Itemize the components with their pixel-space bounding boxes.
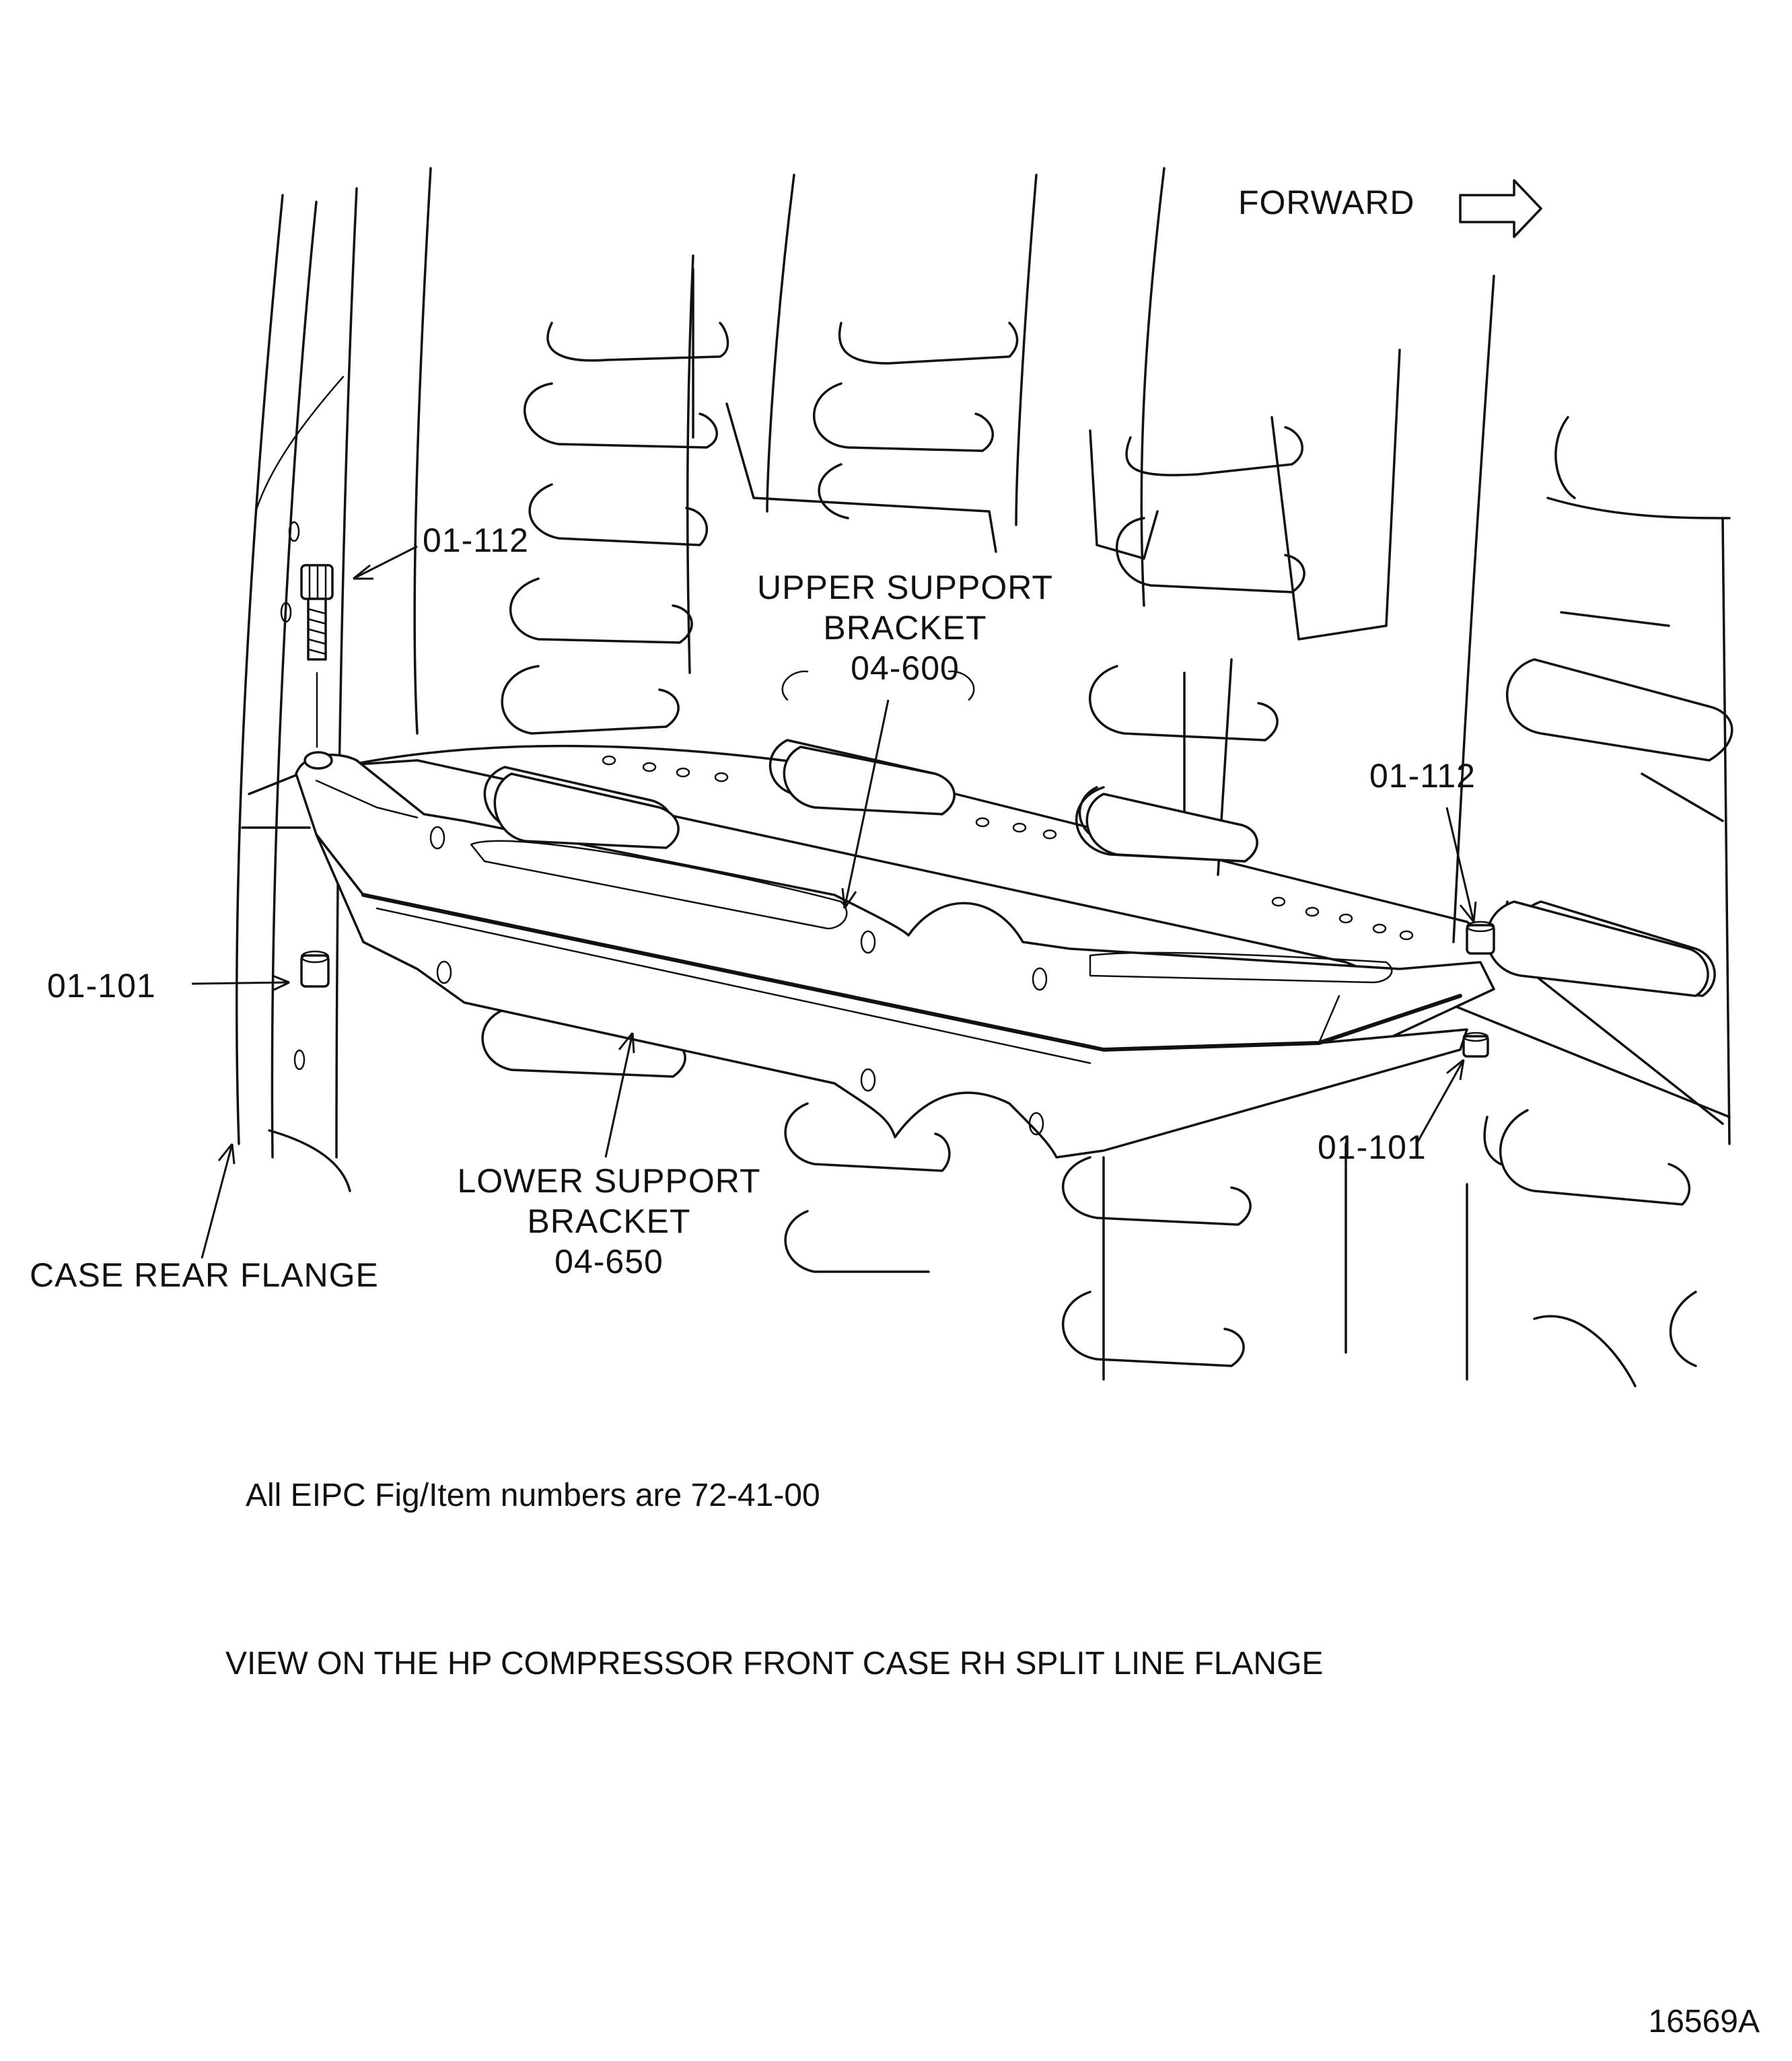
forward-label: FORWARD (1238, 184, 1415, 221)
bolt-right-icon (1466, 920, 1495, 955)
upper-support-bracket-drawing (295, 746, 1709, 1052)
figure-number: 16569A (1649, 2004, 1760, 2039)
upper-bolt-label: 01-112 (423, 521, 529, 559)
leader-lines (191, 545, 1477, 1259)
lower-support-bracket-drawing (315, 833, 1468, 1159)
eipc-note: All EIPC Fig/Item numbers are 72-41-00 (246, 1478, 820, 1513)
upper-bracket-label-line1: UPPER SUPPORT (757, 569, 1053, 606)
upper-bracket-label-line3: 04-600 (851, 649, 960, 687)
right-bolt-label: 01-112 (1369, 757, 1476, 795)
forward-arrow-icon (1459, 179, 1542, 238)
nut-left-icon (300, 950, 330, 988)
lower-bracket-label-line1: LOWER SUPPORT (457, 1162, 760, 1200)
upper-bracket-label-line2: BRACKET (823, 609, 987, 647)
figure-caption: VIEW ON THE HP COMPRESSOR FRONT CASE RH … (225, 1646, 1323, 1682)
right-nut-label: 01-101 (1318, 1128, 1427, 1166)
nut-right-icon (1462, 1032, 1489, 1058)
case-rear-flange-drawing (236, 187, 419, 1192)
case-flange-label: CASE REAR FLANGE (30, 1256, 379, 1294)
lower-bracket-label-line2: BRACKET (527, 1202, 690, 1240)
bolt-upper-left-icon (300, 564, 334, 770)
lower-bracket-label-line3: 04-650 (554, 1243, 664, 1280)
left-nut-label: 01-101 (47, 967, 156, 1005)
compressor-vanes-drawing (413, 167, 1733, 1387)
